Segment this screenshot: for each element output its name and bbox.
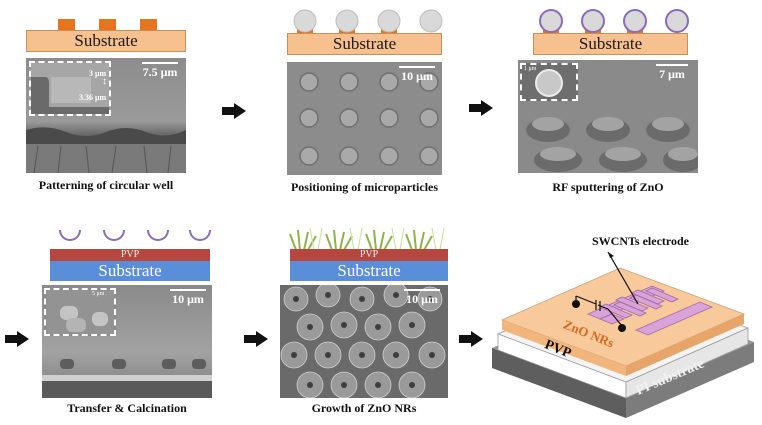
scale-bar: 7.5 μm	[138, 62, 182, 80]
pvp-layer: PVP	[290, 249, 448, 261]
right-arrow-icon	[459, 331, 483, 347]
scale-bar-label: 10 μm	[401, 69, 433, 83]
sem-image-rf-sputtering: 1 μm 7 μm	[518, 60, 698, 173]
coated-particles-on-substrate	[539, 9, 689, 34]
step-caption: Patterning of circular well	[38, 178, 174, 192]
sem-image-transfer: 5 μm 10 μm	[42, 285, 212, 398]
step-caption: Transfer & Calcination	[67, 401, 187, 415]
step-caption: Growth of ZnO NRs	[311, 401, 417, 415]
cup-shells	[59, 229, 211, 241]
inset-depth-label: 3 μm	[89, 69, 107, 78]
zno-nanorods-schematic	[289, 227, 445, 251]
electrode-label: SWCNTs electrode	[592, 234, 689, 248]
right-arrow-icon	[469, 100, 493, 116]
scale-bar: 10 μm	[166, 289, 210, 307]
particles-on-substrate	[293, 9, 443, 34]
inset-frame: 5 μm	[44, 288, 116, 336]
inset-well-profile	[31, 63, 109, 114]
right-arrow-icon	[244, 331, 268, 347]
scale-bar-label: 10 μm	[406, 292, 438, 306]
inset-frame: 1 μm	[520, 63, 578, 101]
well-block	[58, 19, 75, 30]
sem-transferred-shells	[42, 285, 212, 398]
inset-arrow-icon: ↕	[102, 76, 107, 87]
scale-bar: 10 μm	[395, 66, 439, 84]
scale-bar: 7 μm	[652, 64, 692, 82]
pvp-layer: PVP	[50, 249, 210, 261]
step-caption: Positioning of microparticles	[290, 180, 439, 194]
substrate-layer: Substrate	[533, 33, 688, 55]
inset-coated-particle	[535, 69, 563, 97]
scale-bar: 10 μm	[400, 289, 444, 307]
well-block	[140, 19, 157, 30]
sem-nanorod-flowers	[280, 285, 448, 398]
well-block	[99, 19, 116, 30]
scale-bar-label: 10 μm	[172, 292, 204, 306]
device-schematic: SWCNTs electrode ZnO NRs PVP PI substrat…	[488, 230, 760, 420]
step-caption: RF sputtering of ZnO	[552, 180, 664, 194]
inset-shells	[46, 290, 114, 334]
sem-image-zno-growth: 10 μm	[280, 285, 448, 398]
sem-image-circular-well: 3 μm 3.36 μm ↕ 7.5 μm	[26, 58, 186, 173]
scale-bar-label: 7 μm	[659, 67, 685, 81]
inset-scale-label: 5 μm	[92, 291, 105, 297]
inset-scale-label: 1 μm	[524, 66, 537, 72]
inset-width-label: 3.36 μm	[79, 93, 107, 102]
sem-particle-grid	[287, 62, 442, 175]
inset-frame: 3 μm 3.36 μm ↕	[29, 61, 111, 116]
device-stack	[492, 251, 754, 418]
right-arrow-icon	[5, 331, 29, 347]
substrate-layer: Substrate	[287, 33, 442, 55]
substrate-layer: Substrate	[26, 30, 186, 52]
substrate-layer: Substrate	[290, 261, 448, 281]
substrate-layer: Substrate	[50, 261, 210, 281]
right-arrow-icon	[222, 103, 246, 119]
scale-bar-label: 7.5 μm	[142, 65, 178, 79]
sem-image-microparticles: 10 μm	[287, 62, 442, 175]
